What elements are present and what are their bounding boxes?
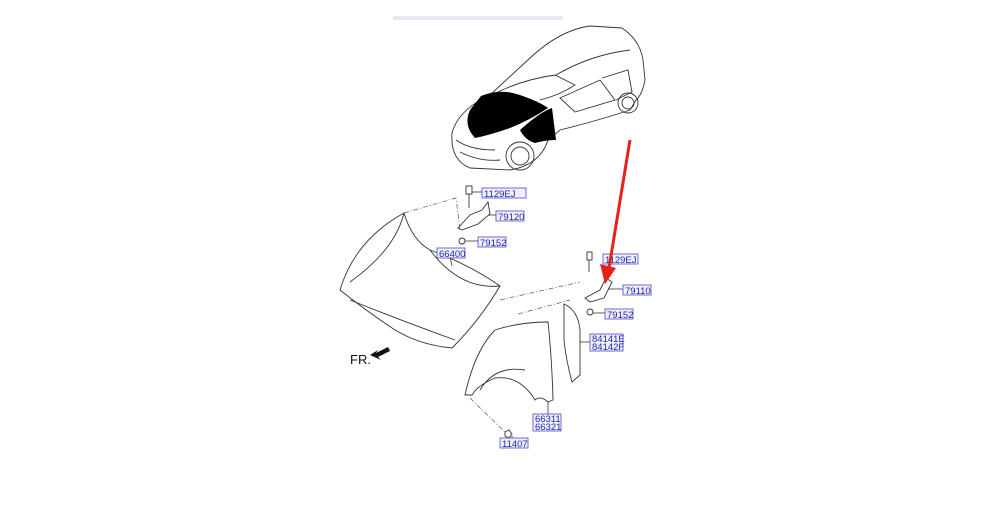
callout-text: 79152 bbox=[607, 310, 633, 321]
fender-highlight bbox=[520, 108, 556, 143]
callout-text: 11407 bbox=[502, 439, 528, 450]
hood-part bbox=[339, 212, 501, 349]
callout-66400[interactable]: 66400 bbox=[436, 247, 465, 260]
callout-text: 66400 bbox=[439, 249, 465, 260]
callout-1129EJ-left[interactable]: 1129EJ bbox=[481, 187, 527, 200]
callout-text: 66321 bbox=[535, 422, 561, 433]
hood-highlight bbox=[467, 91, 548, 138]
callout-text: 79110 bbox=[625, 286, 651, 297]
insulator-part bbox=[563, 303, 590, 383]
callout-1129EJ-right[interactable]: 1129EJ bbox=[602, 253, 639, 266]
callout-79152-left[interactable]: 79152 bbox=[477, 236, 506, 249]
callout-text: 1129EJ bbox=[484, 189, 516, 200]
callout-84141E[interactable]: 84141E 84142F bbox=[589, 333, 625, 353]
callout-79120[interactable]: 79120 bbox=[495, 210, 524, 223]
red-annotation-arrow-icon bbox=[600, 139, 632, 284]
front-direction-label: FR. bbox=[350, 352, 371, 367]
callout-11407[interactable]: 11407 bbox=[499, 437, 529, 450]
left-hinge-assembly bbox=[403, 185, 496, 267]
callout-text: 84141E bbox=[592, 334, 625, 345]
fender-part bbox=[464, 321, 554, 439]
callout-text: 79152 bbox=[480, 238, 506, 249]
front-direction-indicator: FR. bbox=[350, 347, 390, 367]
callout-text: 66311 bbox=[535, 414, 561, 425]
callout-79152-right[interactable]: 79152 bbox=[604, 308, 633, 321]
callout-79110[interactable]: 79110 bbox=[622, 284, 652, 297]
callout-66311[interactable]: 66311 66321 bbox=[532, 413, 561, 433]
right-hinge-assembly bbox=[499, 251, 623, 316]
callout-text: 1129EJ bbox=[605, 255, 637, 266]
front-arrow-icon bbox=[370, 347, 390, 360]
header-strip bbox=[393, 16, 563, 20]
callout-text: 84142F bbox=[592, 342, 624, 353]
callout-text: 79120 bbox=[498, 212, 524, 223]
car-illustration bbox=[451, 25, 646, 171]
